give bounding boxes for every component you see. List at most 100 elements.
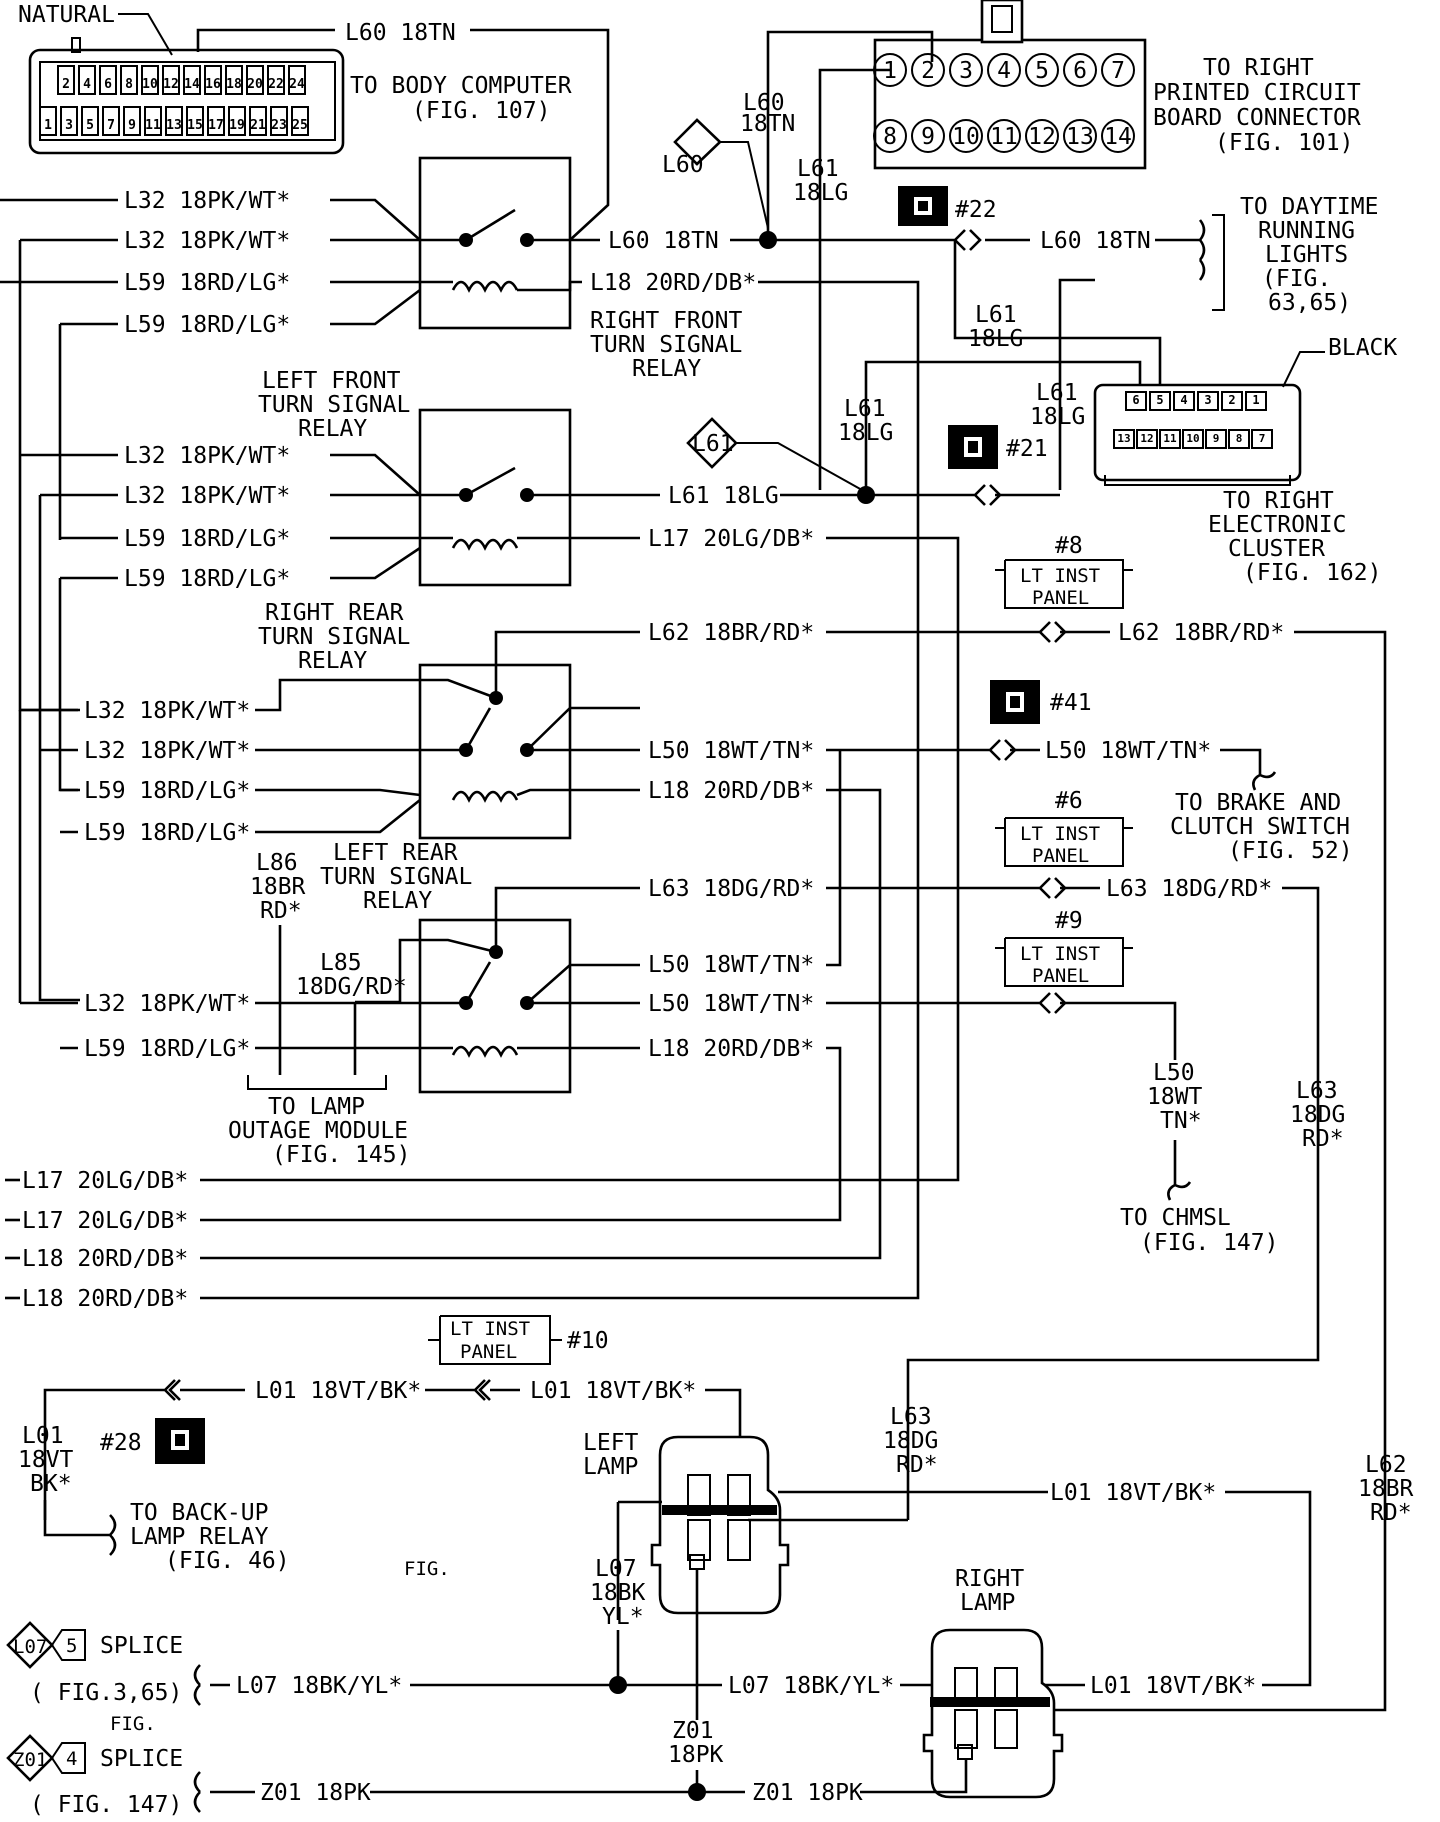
wire-l50-brake: L50 18WT/TN* [1045,738,1211,764]
wire-l01-a: L01 18VT/BK* [255,1378,421,1404]
left-lamp-socket [650,1435,790,1615]
drl-4: (FIG. [1262,266,1331,292]
pcb-pin-label: 11 [990,124,1018,150]
wire-l63-a: L63 18DG/RD* [648,876,814,902]
connector-pin [1125,391,1147,411]
brake-2: CLUTCH SWITCH [1170,814,1350,840]
wire-l50-lr-b: L50 18WT/TN* [648,991,814,1017]
svg-text:L07: L07 [13,1636,47,1658]
l86-1: L86 [256,850,298,876]
pcb-pin-label: 2 [921,58,935,84]
lr-relay-3: RELAY [363,888,432,914]
pcb-pin [1063,119,1097,153]
svg-text:Z01: Z01 [13,1749,47,1771]
lt-inst-panel-10: LT INST PANEL [428,1315,562,1365]
connector-pin [1251,429,1273,449]
l50-v1: L50 [1153,1060,1195,1086]
wire-z01-a: Z01 18PK [260,1780,371,1806]
connector-pin [1149,391,1171,411]
connector-pin [1173,391,1195,411]
pcb-pin [911,53,945,87]
rr-relay-3: RELAY [298,648,367,674]
wire-l07-b: L07 18BK/YL* [728,1673,894,1699]
l61-e2: 18LG [838,420,893,446]
connector-pin [39,106,57,136]
fig-145: (FIG. 145) [272,1142,410,1168]
svg-text:PANEL: PANEL [1032,965,1089,987]
pcb-pin-label: 13 [1066,124,1094,150]
connector-41-icon [990,680,1040,724]
pcb-pin [987,53,1021,87]
conn-21-label: #21 [1006,436,1048,462]
connector-pin [249,106,267,136]
lt-inst-panel-9: LT INST PANEL [995,937,1133,987]
splice-z01-badge: Z01 4 [6,1734,86,1782]
natural-label: NATURAL [18,2,115,28]
wire-l18-rr: L18 20RD/DB* [648,778,814,804]
connector-pin [1228,429,1250,449]
connector-pin [207,106,225,136]
wire-l18-rf: L18 20RD/DB* [590,270,756,296]
lf-relay-2: TURN SIGNAL [258,392,410,418]
pcb-pin-label: 12 [1028,124,1056,150]
cluster-3: CLUSTER [1228,536,1325,562]
drl-5: 63,65) [1268,290,1351,316]
svg-text:5: 5 [66,1635,77,1657]
svg-text:L61: L61 [692,431,734,457]
wire-z01-b: Z01 18PK [752,1780,863,1806]
connector-28-icon [155,1418,205,1464]
pin-label: 6 [1132,393,1139,407]
black-label: BLACK [1328,335,1397,361]
wire-l59-g: L59 18RD/LG* [84,1036,250,1062]
pin-label: 9 [128,118,136,133]
pcb-pin [949,119,983,153]
l63-v1: L63 [1296,1078,1338,1104]
pin-label: 20 [247,77,263,92]
l61-c2: 18LG [968,326,1023,352]
l62-v2: 18BR [1358,1476,1414,1502]
pin-label: 23 [271,118,287,133]
pin-label: 10 [1186,432,1199,445]
pin-label: 14 [184,77,200,92]
rr-relay-2: TURN SIGNAL [258,624,410,650]
l63-w3: RD* [896,1452,938,1478]
pcb-pin [1025,53,1059,87]
wire-l62-b: L62 18BR/RD* [1118,620,1284,646]
l86-3: RD* [260,898,302,924]
wire-l32-e: L32 18PK/WT* [84,698,250,724]
right-lamp-socket [922,1628,1064,1799]
pin-label: 22 [268,77,284,92]
wire-l61-lf: L61 18LG [668,483,779,509]
wire-l32-f: L32 18PK/WT* [84,738,250,764]
pin-label: 4 [1180,393,1187,407]
left-lamp-1: LEFT [583,1430,639,1456]
connector-pin [291,106,309,136]
l62-v3: RD* [1370,1500,1412,1526]
l60-badge: L60 [662,118,722,178]
svg-text:4: 4 [66,1748,77,1770]
backup-1: TO BACK-UP [130,1500,268,1526]
panel-9-num: #9 [1055,908,1083,934]
l63-w2: 18DG [883,1428,938,1454]
wire-l59-f: L59 18RD/LG* [84,820,250,846]
connector-pin [246,65,264,95]
pcb-pin-label: 6 [1073,58,1087,84]
pcb-pin-label: 4 [997,58,1011,84]
pin-label: 25 [292,118,308,133]
connector-pin [1182,429,1204,449]
l61-d1: L61 [1036,380,1078,406]
wire-l32-b: L32 18PK/WT* [124,228,290,254]
pin-label: 5 [1156,393,1163,407]
wire-l60-mid: L60 18TN [608,228,719,254]
right-lamp-2: LAMP [960,1590,1015,1616]
connector-pin [186,106,204,136]
wire-l50-rr: L50 18WT/TN* [648,738,814,764]
l01-v2: 18VT [18,1447,74,1473]
svg-text:LT INST: LT INST [1020,823,1100,845]
pin-label: 1 [1252,393,1259,407]
pcb-pin-label: 10 [952,124,980,150]
lf-relay-1: LEFT FRONT [262,368,401,394]
z01-v1: Z01 [672,1718,714,1744]
pin-label: 21 [250,118,266,133]
